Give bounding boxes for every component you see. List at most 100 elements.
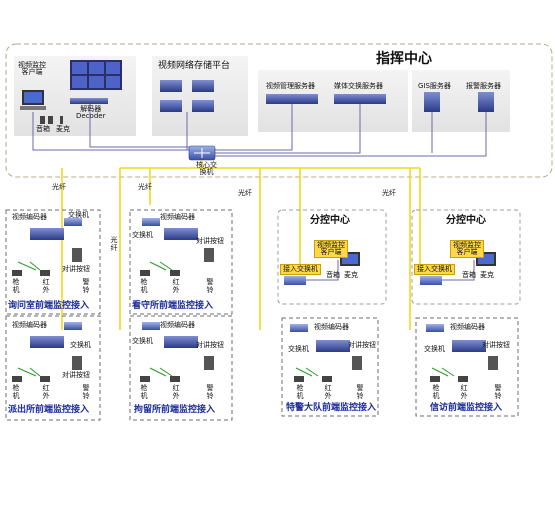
- front-site-4-devices: [140, 322, 214, 382]
- sub-center-2-client-line2: 客户端: [456, 248, 478, 256]
- site-1-infrared: 红外: [42, 278, 50, 294]
- command-center-title: 指挥中心: [376, 51, 432, 67]
- front-site-6-boundary: [415, 317, 519, 417]
- core-switch-line1: 核心交: [196, 161, 217, 169]
- sub-center-2-client: 视频监控 客户端: [450, 240, 484, 258]
- site-6-title: 信访前端监控接入: [430, 403, 503, 413]
- front-site-2-devices: [140, 218, 214, 276]
- sub-center-2-title: 分控中心: [446, 215, 486, 226]
- storage-panel: [152, 56, 248, 136]
- sub-center-1-boundary: [277, 209, 387, 305]
- client-label-line2: 客户端: [21, 68, 43, 76]
- sub-center-1-client-line2: 客户端: [320, 248, 342, 256]
- command-center-boundary: [5, 43, 553, 178]
- sub-center-1-client-line1: 视频监控: [317, 241, 345, 249]
- gis-server-icon: [424, 92, 440, 112]
- core-switch-icon: [188, 145, 216, 161]
- sub-center-2-boundary: [411, 209, 521, 305]
- site-3-title: 派出所前端监控接入: [8, 405, 90, 415]
- fiber-label-3: 光纤: [238, 189, 252, 197]
- front-site-5-boundary: [281, 317, 379, 417]
- front-site-1-devices: [12, 218, 82, 276]
- mic-icon: [60, 116, 63, 124]
- site-4-title: 拘留所前端监控接入: [134, 405, 216, 415]
- server-name-0: 视频管理服务器: [266, 82, 315, 90]
- sub-center-2-switch: 接入交换机: [414, 264, 455, 275]
- site-5-camera: 枪机: [296, 384, 304, 400]
- site-5-encoder: 视频编码器: [314, 323, 349, 331]
- site-2-alarm: 警铃: [206, 278, 214, 294]
- sub-center-1-audio: 音箱: [326, 271, 340, 279]
- site-6-alarm: 警铃: [494, 384, 502, 400]
- site-5-title: 特警大队前端监控接入: [286, 403, 377, 413]
- sub-center-2-mic: 麦克: [480, 271, 494, 279]
- storage-server-icon: [160, 80, 214, 112]
- site-4-infrared: 红外: [172, 384, 180, 400]
- client-pc-icon: [20, 90, 46, 110]
- front-site-4-boundary: [129, 315, 233, 421]
- site-6-switch: 交换机: [424, 345, 445, 353]
- site-1-switch: 交换机: [68, 211, 89, 219]
- sub-center-2-audio: 音箱: [462, 271, 476, 279]
- server-name-1: 媒体交换服务器: [334, 82, 383, 90]
- decoder-label: 解码器 Decoder: [76, 106, 105, 120]
- media-exchange-server-icon: [334, 94, 386, 104]
- site-1-alarm: 警铃: [82, 278, 90, 294]
- site-2-switch: 交换机: [132, 231, 153, 239]
- storage-title: 视频网络存储平台: [158, 61, 231, 71]
- site-4-switch: 交换机: [132, 337, 153, 345]
- fiber-label-1: 光纤: [52, 183, 66, 191]
- sub-center-1-title: 分控中心: [310, 215, 350, 226]
- sub-center-2-client-line1: 视频监控: [453, 241, 481, 249]
- sub-center-1-switch: 接入交换机: [280, 264, 321, 275]
- site-3-infrared: 红外: [42, 384, 50, 400]
- decoder-label-line2: Decoder: [76, 112, 106, 120]
- site-6-encoder: 视频编码器: [450, 323, 485, 331]
- site-3-alarm: 警铃: [82, 384, 90, 400]
- core-switch-label: 核心交 换机: [196, 162, 217, 176]
- mic-label: 麦克: [56, 125, 70, 133]
- front-site-3-devices: [12, 322, 82, 382]
- audio-label: 音箱: [36, 125, 50, 133]
- fiber-label-5: 光纤: [110, 236, 118, 252]
- video-wall-icon: [70, 60, 122, 90]
- site-4-encoder: 视频编码器: [160, 321, 195, 329]
- decoder-label-line1: 解码器: [80, 105, 102, 113]
- front-site-1-boundary: [5, 209, 101, 315]
- front-site-2-boundary: [129, 209, 233, 315]
- command-client-label: 视频监控 客户端: [18, 62, 46, 76]
- site-5-switch: 交换机: [288, 345, 309, 353]
- site-1-intercom: 对讲按钮: [62, 265, 90, 273]
- site-3-encoder: 视频编码器: [12, 321, 47, 329]
- sub-center-1-mic: 麦克: [344, 271, 358, 279]
- front-site-3-boundary: [5, 315, 101, 421]
- front-site-5-devices: [290, 324, 362, 382]
- sub-center-1-client: 视频监控 客户端: [314, 240, 348, 258]
- core-switch-line2: 换机: [199, 168, 214, 176]
- site-6-camera: 枪机: [432, 384, 440, 400]
- fiber-label-2: 光纤: [138, 183, 152, 191]
- site-2-encoder: 视频编码器: [160, 213, 195, 221]
- site-4-alarm: 警铃: [206, 384, 214, 400]
- site-4-camera: 枪机: [140, 384, 148, 400]
- site-6-infrared: 红外: [460, 384, 468, 400]
- site-5-alarm: 警铃: [356, 384, 364, 400]
- site-2-infrared: 红外: [172, 278, 180, 294]
- video-management-server-icon: [266, 94, 318, 104]
- site-5-infrared: 红外: [324, 384, 332, 400]
- fiber-label-4: 光纤: [382, 189, 396, 197]
- site-1-camera: 枪机: [12, 278, 20, 294]
- speaker-icon: [40, 116, 53, 124]
- site-5-intercom: 对讲按钮: [348, 341, 376, 349]
- site-2-camera: 枪机: [140, 278, 148, 294]
- site-2-title: 看守所前端监控接入: [132, 301, 214, 311]
- site-1-title: 询问室前端监控接入: [8, 301, 90, 311]
- decoder-icon: [70, 98, 108, 104]
- site-3-switch: 交换机: [70, 341, 91, 349]
- alarm-server-icon: [478, 92, 494, 112]
- site-2-intercom: 对讲按钮: [196, 237, 224, 245]
- client-label-line1: 视频监控: [18, 61, 46, 69]
- site-4-intercom: 对讲按钮: [196, 341, 224, 349]
- site-3-camera: 枪机: [12, 384, 20, 400]
- server-name-2: GIS服务器: [418, 82, 451, 90]
